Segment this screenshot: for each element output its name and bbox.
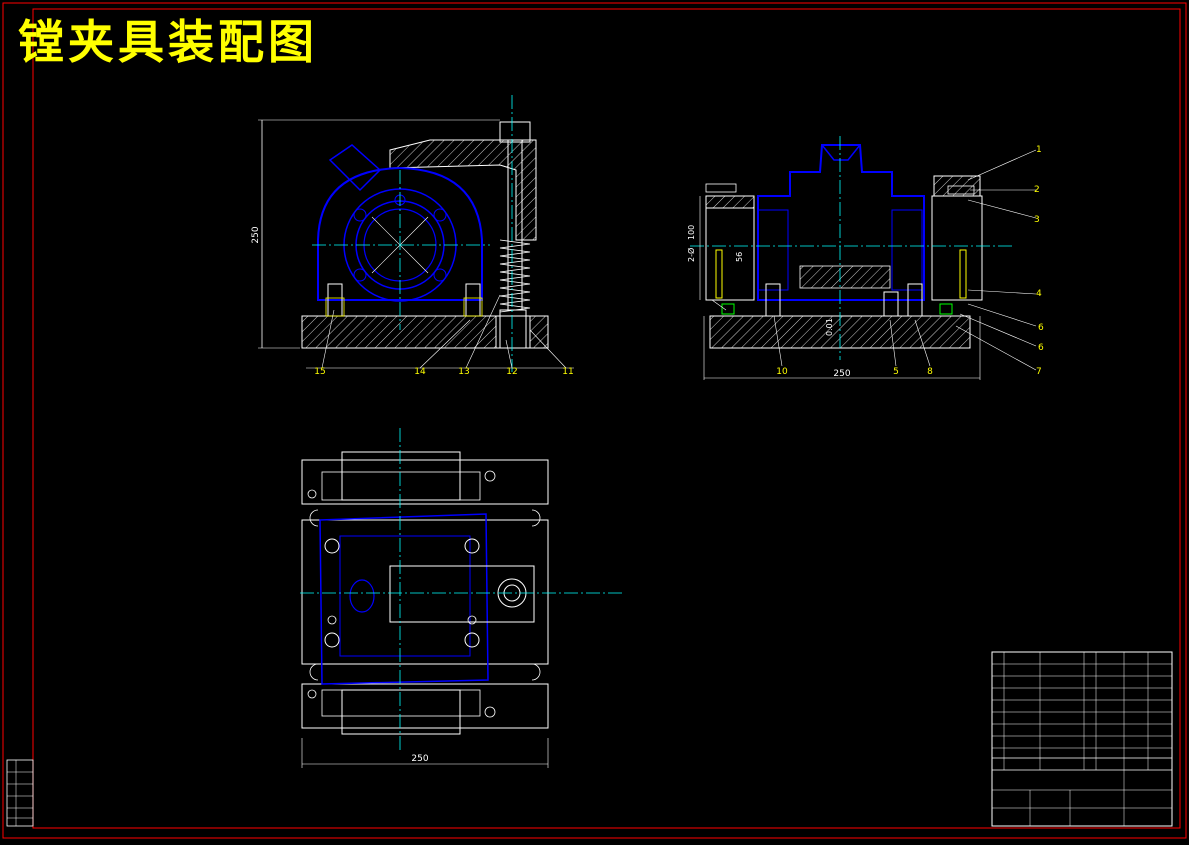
balloon-label: 4 (1036, 289, 1042, 299)
front-height-dim: 250 (251, 226, 261, 243)
balloon-label: 5 (893, 367, 899, 377)
inner-frame (32, 8, 1181, 829)
balloon-label: 11 (562, 367, 573, 377)
side-dim-label: 0.01 (825, 318, 834, 336)
balloon-label: 15 (314, 367, 325, 377)
side-dim-label: 56 (735, 252, 744, 262)
balloon-label: 10 (776, 367, 788, 377)
balloon-label: 6 (1038, 323, 1044, 333)
balloon-label: 13 (458, 367, 469, 377)
balloon-label: 3 (1034, 215, 1040, 225)
balloon-label: 12 (506, 367, 517, 377)
top-view: 250 (300, 428, 624, 768)
side-dim-label: 2-Ø (686, 248, 696, 262)
side-width-dim: 250 (833, 369, 850, 379)
balloon-label: 6 (1038, 343, 1044, 353)
balloon-label: 8 (927, 367, 933, 377)
title-block (991, 651, 1173, 827)
balloon-label: 1 (1036, 145, 1042, 155)
top-width-dim: 250 (411, 754, 428, 764)
side-dim-label: 100 (687, 225, 696, 240)
clamp-arm (389, 139, 537, 241)
revision-block (6, 759, 34, 827)
side-view: 250 2-Ø 100 56 0.01 1 2 3 4 5 6 7 8 10 6 (686, 136, 1044, 380)
balloon-label: 14 (414, 367, 426, 377)
balloon-label: 7 (1036, 367, 1042, 377)
front-view: 250 (251, 95, 574, 377)
drawing-title: 镗夹具装配图 (18, 15, 318, 69)
balloon-label: 2 (1034, 185, 1040, 195)
